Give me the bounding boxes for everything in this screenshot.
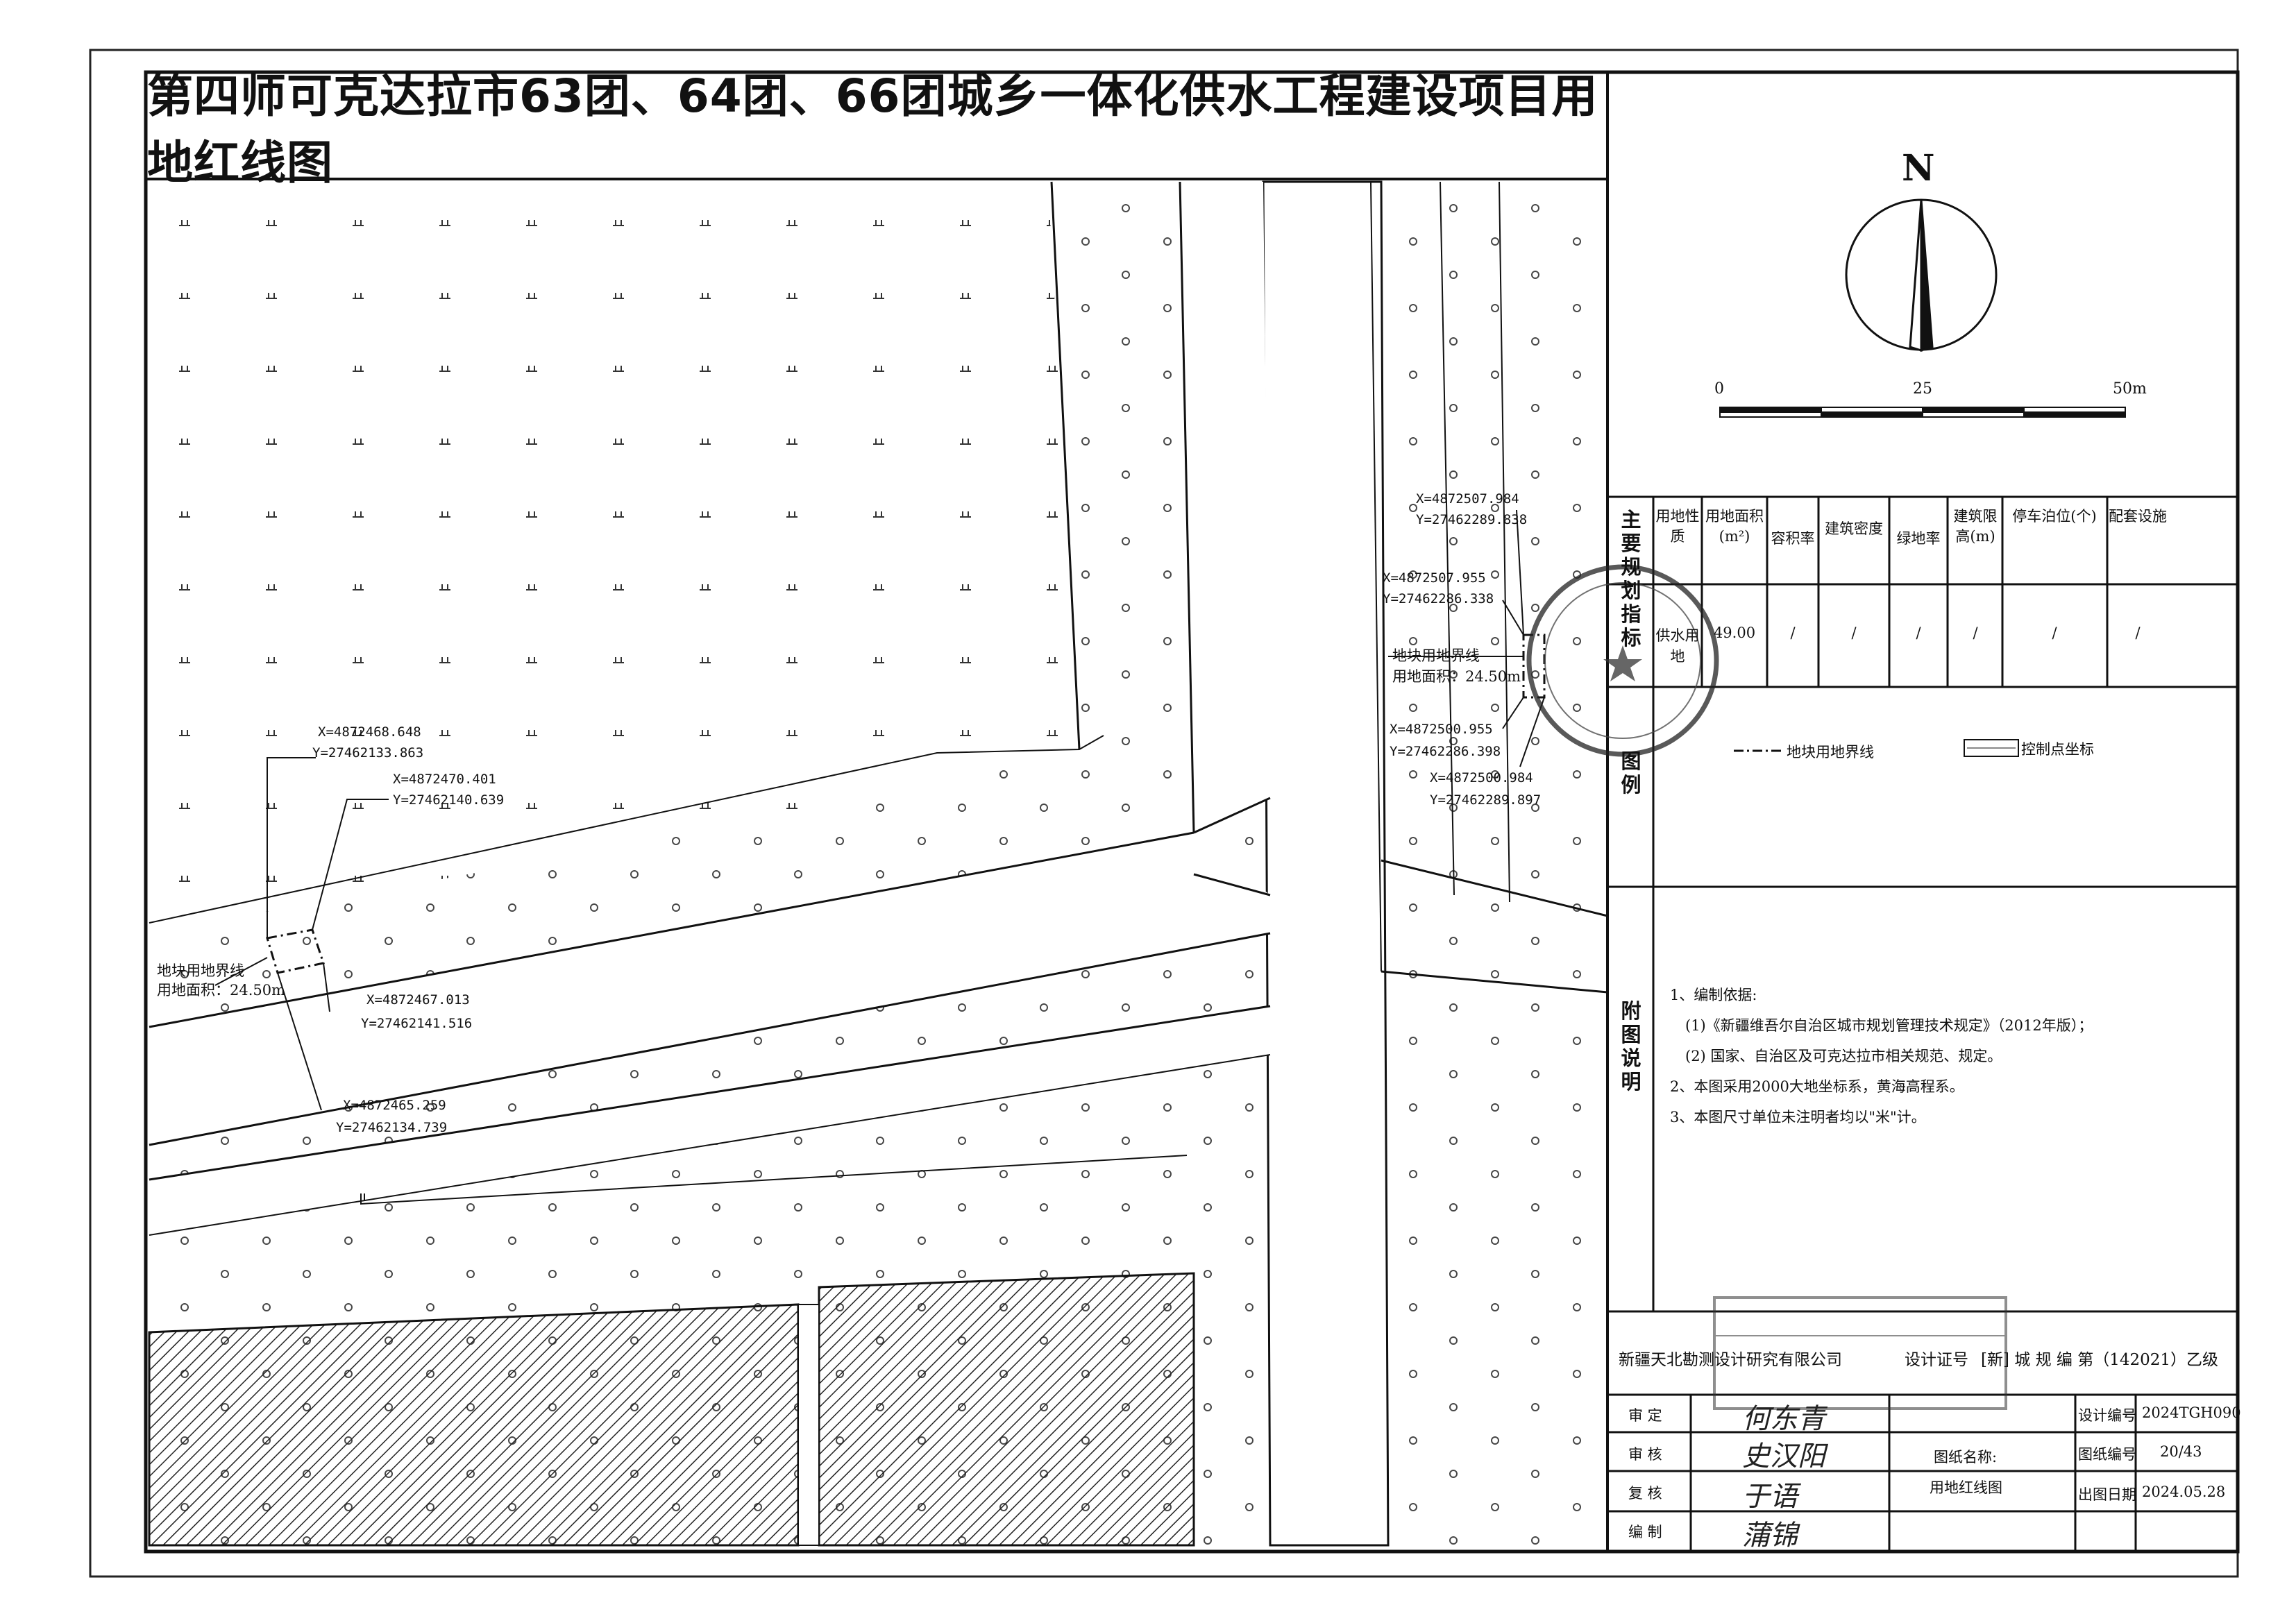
scale-tick-label: 25: [1913, 380, 1932, 398]
scale-tick-label: 50m: [2113, 380, 2147, 398]
indicator-cell: /: [1973, 624, 1978, 641]
indicator-header: 建筑密度: [1825, 520, 1883, 537]
indicator-header: 用地性质: [1655, 508, 1700, 545]
coord-label: Y=27462286.338: [1383, 591, 1494, 606]
company-name: 新疆天北勘测设计研究有限公司: [1619, 1351, 1842, 1369]
parcel-area-label: 用地面积：24.50m: [157, 982, 286, 999]
indicators-section-label: 主要规划指标: [1621, 508, 1641, 649]
indicator-cell: /: [2052, 624, 2057, 641]
cert-label: 设计证号: [1905, 1351, 1968, 1369]
legend-item-label: 地块用地界线: [1787, 744, 1874, 760]
indicator-cell: 供水用地: [1655, 627, 1700, 665]
design-no: 2024TGH090: [2142, 1404, 2241, 1421]
role-label: 编 制: [1628, 1524, 1662, 1540]
coord-label: Y=27462140.639: [393, 792, 505, 808]
drawing-name-label: 图纸名称:: [1934, 1449, 1998, 1465]
indicator-cell: /: [1916, 624, 1921, 641]
indicator-header: 配套设施: [2109, 508, 2167, 525]
north-label: N: [1902, 147, 1935, 189]
legend-item-label: 控制点坐标: [2021, 741, 2094, 758]
legend-control-point-icon: [1964, 739, 2019, 757]
indicator-cell: /: [1851, 624, 1857, 641]
coord-label: Y=27462289.897: [1430, 792, 1542, 808]
note-line: (1)《新疆维吾尔自治区城市规划管理技术规定》（2012年版）；: [1685, 1017, 2093, 1034]
parcel-area-label: 用地面积：24.50m: [1392, 668, 1521, 685]
cert-value: [新] 城 规 编 第（142021）乙级: [1981, 1351, 2218, 1369]
note-line: 2、本图采用2000大地坐标系，黄海高程系。: [1670, 1078, 1964, 1095]
inner-frame: [144, 70, 2240, 1554]
note-line: (2) 国家、自治区及可克达拉市相关规范、规定。: [1685, 1048, 2002, 1064]
signature: 蒲锦: [1742, 1520, 1798, 1552]
coord-label: X=4872500.984: [1430, 770, 1533, 785]
coord-label: Y=27462289.838: [1416, 512, 1528, 527]
indicator-cell: /: [1790, 624, 1796, 641]
sheet-no: 20/43: [2160, 1443, 2202, 1460]
sheet-no-label: 图纸编号: [2078, 1446, 2136, 1463]
legend-section-label: 图例: [1621, 749, 1641, 797]
coord-label: X=4872468.648: [318, 724, 421, 740]
role-label: 审 核: [1628, 1446, 1662, 1463]
design-no-label: 设计编号: [2078, 1407, 2136, 1424]
coord-label: X=4872465.259: [343, 1098, 446, 1113]
date-label: 出图日期: [2078, 1486, 2136, 1503]
indicator-header: 建筑限高(m): [1953, 508, 1998, 545]
note-line: 3、本图尺寸单位未注明者均以"米"计。: [1670, 1109, 1926, 1125]
coord-label: X=4872507.984: [1416, 491, 1519, 507]
indicator-cell: 49.00: [1713, 624, 1756, 641]
scale-bar-icon: [1719, 407, 2126, 418]
role-label: 审 定: [1628, 1407, 1662, 1424]
coord-label: X=4872470.401: [393, 772, 496, 787]
role-label: 复 核: [1628, 1485, 1662, 1502]
coord-label: X=4872500.955: [1390, 722, 1493, 737]
certificate-stamp: [1713, 1296, 2007, 1410]
indicator-cell: /: [2135, 624, 2141, 641]
coord-label: Y=27462286.398: [1390, 744, 1501, 759]
indicator-header: 绿地率: [1896, 530, 1941, 547]
north-arrow-icon: [1845, 198, 1998, 352]
drawing-name: 用地红线图: [1930, 1479, 2002, 1496]
date-value: 2024.05.28: [2142, 1484, 2226, 1500]
notes-section-label: 附图说明: [1621, 999, 1641, 1094]
parcel-boundary-label: 地块用地界线: [1392, 647, 1480, 664]
indicator-header: 用地面积(m²): [1705, 508, 1764, 545]
signature: 于语: [1742, 1481, 1798, 1513]
map-area: [148, 180, 1608, 1547]
signature: 何东青: [1742, 1403, 1825, 1435]
indicator-header: 容积率: [1771, 530, 1815, 547]
scale-tick-label: 0: [1714, 380, 1724, 398]
indicator-header: 停车泊位(个): [2012, 508, 2097, 525]
coord-label: Y=27462141.516: [361, 1016, 473, 1031]
seal-stamp: [1526, 564, 1719, 757]
coord-label: X=4872507.955: [1383, 570, 1486, 586]
signature: 史汉阳: [1742, 1441, 1825, 1472]
coord-label: Y=27462134.739: [336, 1120, 448, 1135]
drawing-title: 第四师可克达拉市63团、64团、66团城乡一体化供水工程建设项目用地红线图: [147, 69, 1598, 189]
coord-label: Y=27462133.863: [312, 745, 424, 760]
parcel-boundary-label: 地块用地界线: [157, 962, 244, 979]
note-line: 1、编制依据:: [1670, 987, 1757, 1003]
coord-label: X=4872467.013: [366, 992, 470, 1008]
